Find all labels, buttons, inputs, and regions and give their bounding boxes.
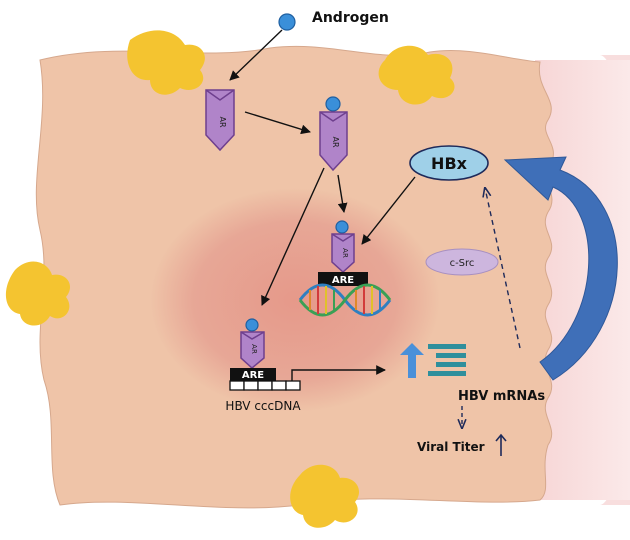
ar-receptor-unbound: AR	[205, 89, 235, 152]
up-arrow-icon	[400, 343, 424, 378]
ar-label: AR	[331, 136, 340, 147]
hbx-label: HBx	[431, 154, 468, 173]
membrane-blob-bottom	[290, 464, 360, 528]
host-are-label: ARE	[332, 275, 354, 286]
nucleus	[150, 188, 440, 412]
membrane-blob-top-left	[127, 30, 205, 95]
host-are-box	[318, 272, 368, 286]
hbx-ellipse	[409, 145, 489, 181]
transcription-arrow	[291, 365, 386, 381]
hbv-cccdna-label: HBV cccDNA	[225, 399, 301, 413]
androgen-label: Androgen	[312, 10, 389, 26]
ar-label: AR	[341, 248, 349, 258]
hbv-mrnas-label: HBV mRNAs	[458, 389, 545, 404]
c-src-ellipse	[425, 248, 499, 276]
viral-titer-label: Viral Titer	[417, 440, 485, 454]
arrow-androgen-to-ar	[229, 29, 283, 81]
cccdna-are-box	[230, 368, 276, 381]
membrane-blob-top-right	[378, 45, 455, 105]
membrane-blob-left	[5, 261, 71, 326]
c-src-label: c-Src	[450, 258, 475, 269]
ar-receptor-host-are: AR	[331, 220, 355, 274]
ar-receptor-cccdna: AR	[240, 318, 265, 369]
arrow-hbx-to-are	[361, 176, 416, 245]
ar-label: AR	[250, 344, 258, 354]
mrna-bars	[428, 344, 466, 376]
dashed-arrow-translation	[485, 188, 521, 349]
androgen-dot-icon	[325, 96, 341, 112]
cccdna-are-label: ARE	[242, 370, 264, 381]
ar-label: AR	[218, 116, 227, 127]
androgen-dot-icon	[245, 318, 259, 332]
viral-titer-up-arrow-icon	[495, 433, 507, 456]
arrow-ar-to-host-are	[337, 174, 348, 213]
arrow-ar-binding	[244, 111, 311, 135]
arrow-ar-to-cccdna	[261, 167, 325, 306]
androgen-dot-icon	[278, 13, 296, 31]
cccdna-segments	[229, 380, 301, 391]
curved-feedback-arrow	[503, 156, 618, 381]
androgen-dot-icon	[335, 220, 349, 234]
ar-receptor-bound: AR	[319, 96, 348, 172]
double-helix-icon	[298, 283, 392, 317]
